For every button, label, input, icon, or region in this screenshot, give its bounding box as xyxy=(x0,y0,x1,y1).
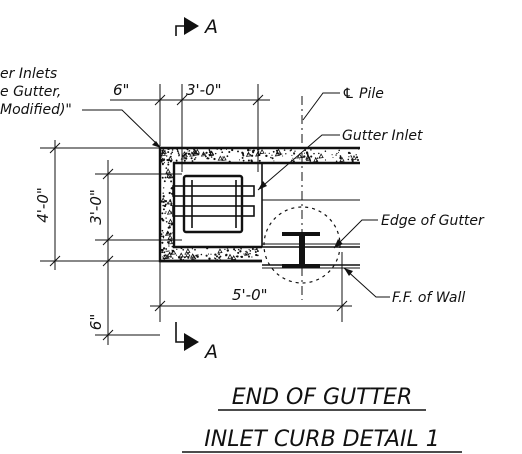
right-notes: ℄ Pile Gutter Inlet Edge of Gutter F.F. … xyxy=(257,86,485,306)
title-line-2: INLET CURB DETAIL 1 xyxy=(204,427,439,452)
reference-note-line-3: Modified)" xyxy=(0,102,72,118)
concrete-hatch xyxy=(160,147,360,261)
dim-bottom-width: 5'-0" xyxy=(232,286,268,304)
dim-bottom-left: 6" xyxy=(87,314,105,330)
top-dimensions: 6" 3'-0" xyxy=(110,81,270,172)
dim-left-inner: 3'-0" xyxy=(87,189,105,225)
section-arrow-top-icon xyxy=(184,17,199,35)
note-gutter-inlet: Gutter Inlet xyxy=(342,128,423,144)
section-marker-bottom: A xyxy=(175,322,218,363)
gutter-section-body xyxy=(158,146,360,269)
dim-left-outer: 4'-0" xyxy=(34,187,52,223)
pile-section xyxy=(263,96,341,300)
section-arrow-bottom-icon xyxy=(184,333,199,351)
note-face-of-wall: F.F. of Wall xyxy=(392,290,465,306)
note-pile: ℄ Pile xyxy=(342,86,384,102)
note-edge-of-gutter: Edge of Gutter xyxy=(381,213,485,229)
left-dimensions: 4'-0" 3'-0" 6" xyxy=(34,140,182,345)
gutter-inlet-grate xyxy=(172,174,255,234)
reference-note-line-1: er Inlets xyxy=(0,66,57,82)
title-line-1: END OF GUTTER xyxy=(232,385,412,410)
reference-note: er Inlets e Gutter, Modified)" xyxy=(0,66,162,149)
reference-note-line-2: e Gutter, xyxy=(0,84,61,100)
detail-title: END OF GUTTER INLET CURB DETAIL 1 xyxy=(182,385,462,453)
bottom-dimension: 5'-0" xyxy=(150,252,352,322)
section-letter-bottom: A xyxy=(203,341,218,363)
dim-top-left: 6" xyxy=(113,81,129,99)
dim-top-width: 3'-0" xyxy=(186,81,222,99)
section-letter-top: A xyxy=(203,16,218,38)
section-marker-top: A xyxy=(175,16,218,38)
